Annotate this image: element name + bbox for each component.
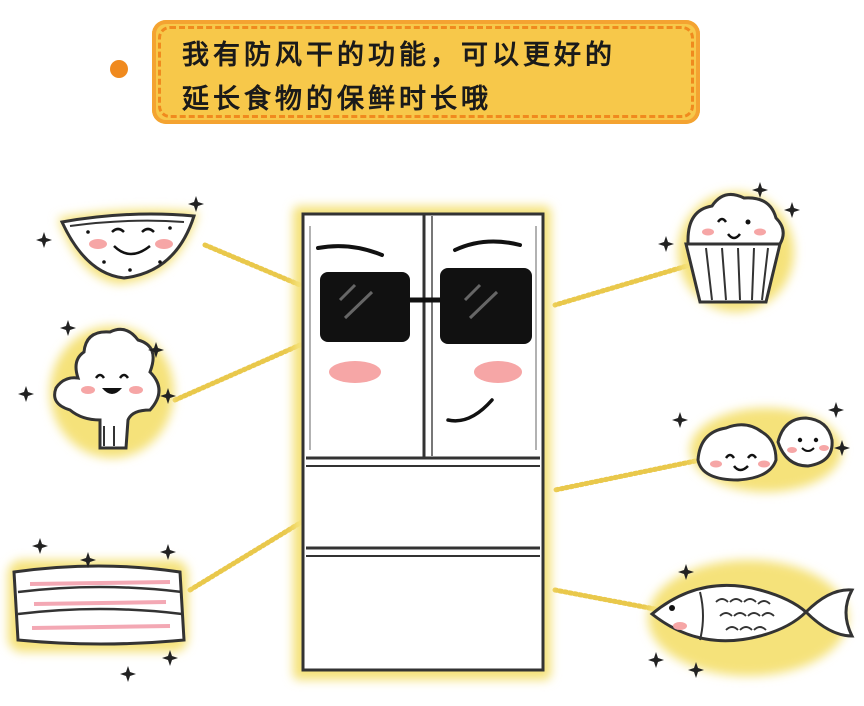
cupcake-icon [678, 192, 794, 312]
caption-banner-border [158, 26, 694, 118]
sparkle-icon [148, 342, 164, 358]
connector-fish [552, 587, 663, 613]
right-cheek [474, 361, 522, 383]
sparkle-icon-group [18, 182, 850, 682]
fish-icon [648, 560, 855, 676]
right-eyebrow [453, 239, 522, 252]
sparkle-icon [60, 320, 76, 336]
sparkle-icon [752, 182, 768, 198]
left-cheek [329, 361, 381, 383]
sparkle-icon [648, 652, 664, 668]
connector-cupcake [552, 262, 693, 308]
connector-dumplings [552, 457, 703, 493]
caption-banner [152, 20, 700, 124]
sparkle-icon [18, 386, 34, 402]
caption-bullet [110, 60, 128, 78]
sparkle-icon [160, 388, 176, 404]
sparkle-icon [784, 202, 800, 218]
connector-cauliflower [172, 342, 303, 403]
sparkle-icon [32, 538, 48, 554]
sparkle-icon [658, 236, 674, 252]
sparkle-icon [678, 564, 694, 580]
sparkle-icon [828, 402, 844, 418]
sparkle-icon [162, 650, 178, 666]
fridge-icon [293, 206, 551, 680]
sparkle-icon [672, 412, 688, 428]
sparkle-icon [120, 666, 136, 682]
cauliflower-icon [50, 326, 174, 458]
sparkle-icon [160, 544, 176, 560]
caption-text: 我有防风干的功能，可以更好的 延长食物的保鲜时长哦 [182, 34, 682, 122]
connector-lines [172, 242, 703, 613]
sparkle-icon [834, 440, 850, 456]
connector-watermelon [202, 242, 303, 288]
dumplings-icon [690, 408, 842, 492]
sparkle-icon [188, 196, 204, 212]
caption-line-2: 延长食物的保鲜时长哦 [182, 84, 492, 115]
sparkle-icon [80, 552, 96, 568]
caption-line-1: 我有防风干的功能，可以更好的 [182, 40, 616, 71]
left-lens [320, 272, 410, 342]
sparkle-icon [36, 232, 52, 248]
sparkle-icon [688, 662, 704, 678]
left-eyebrow [316, 244, 384, 257]
watermelon-slice-icon [58, 209, 198, 284]
right-lens [440, 268, 532, 344]
connector-bacon [187, 517, 308, 593]
bacon-stack-icon [8, 560, 188, 652]
fridge-smile [446, 398, 494, 423]
